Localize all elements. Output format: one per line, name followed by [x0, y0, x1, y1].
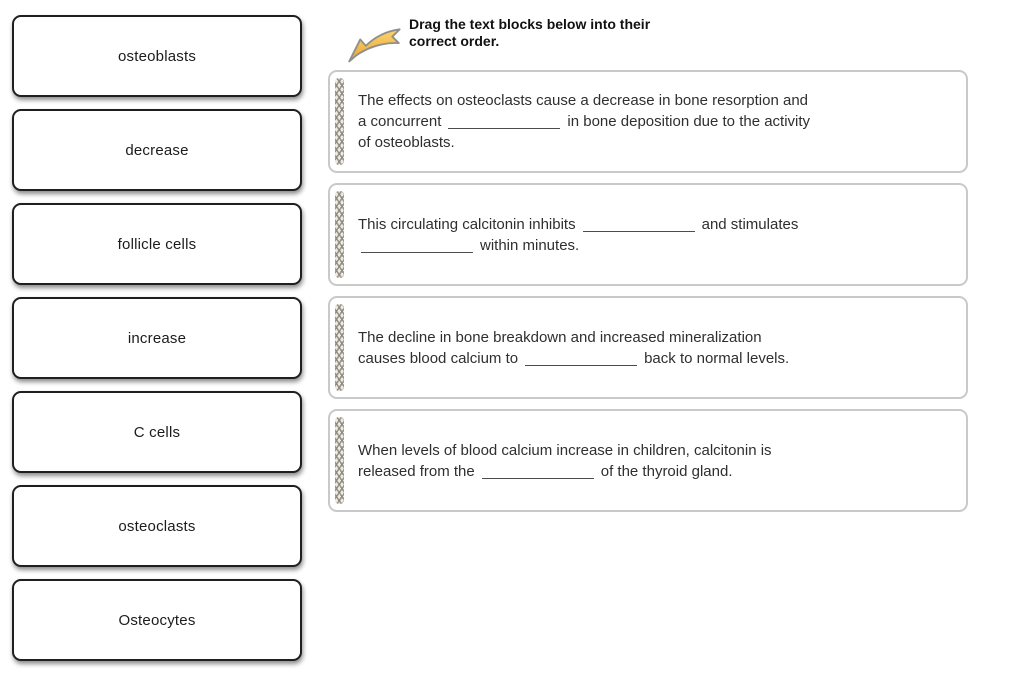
drop-zone-4-text: When levels of blood calcium increase in… [358, 440, 772, 482]
drag-tile-label: increase [127, 329, 187, 347]
blank-slot[interactable] [525, 351, 638, 366]
drag-tile-osteoclasts[interactable]: osteoclasts [12, 485, 302, 567]
drop-zone-2[interactable]: This circulating calcitonin inhibits and … [328, 183, 968, 286]
drag-tile-label: C cells [133, 423, 181, 441]
drag-tile-follicle-cells[interactable]: follicle cells [12, 203, 302, 285]
drag-tile-increase[interactable]: increase [12, 297, 302, 379]
instruction-line-2: correct order. [409, 33, 500, 49]
sentence-text: in bone deposition due to the activity [567, 113, 811, 130]
answer-tiles-column: osteoblasts decrease follicle cells incr… [12, 15, 302, 661]
instruction-text: Drag the text blocks below into their co… [409, 16, 650, 50]
blank-slot[interactable] [448, 114, 561, 129]
sentence-text: of the thyroid gland. [600, 462, 733, 480]
curved-arrow-icon [345, 22, 403, 66]
drag-handle-icon[interactable] [335, 191, 344, 278]
sentence-text: This circulating calcitonin inhibits [358, 215, 576, 233]
drag-handle-icon[interactable] [335, 304, 344, 391]
drop-zone-1[interactable]: The effects on osteoclasts cause a decre… [328, 70, 968, 173]
instruction-header: Drag the text blocks below into their co… [345, 16, 650, 66]
drag-handle-icon[interactable] [335, 78, 344, 165]
drag-tile-label: Osteocytes [118, 611, 196, 629]
drag-tile-label: osteoclasts [118, 517, 196, 535]
sentence-text: of osteoblasts. [358, 134, 455, 151]
sentence-text: When levels of blood calcium increase in… [358, 441, 772, 459]
drag-tile-osteocytes[interactable]: Osteocytes [12, 579, 302, 661]
sentence-text: causes blood calcium to [358, 349, 519, 367]
sentence-text: The effects on osteoclasts cause a decre… [358, 92, 809, 109]
drop-zone-2-text: This circulating calcitonin inhibits and … [358, 214, 798, 256]
sentence-text: a concurrent [358, 113, 442, 130]
sentence-text: back to normal levels. [644, 349, 790, 367]
blank-slot[interactable] [481, 464, 594, 479]
drag-tile-label: decrease [125, 141, 189, 159]
drop-zone-1-text: The effects on osteoclasts cause a decre… [358, 90, 810, 153]
drag-tile-label: osteoblasts [117, 47, 197, 65]
drop-zone-3-text: The decline in bone breakdown and increa… [358, 327, 789, 369]
blank-slot[interactable] [361, 238, 473, 253]
drag-handle-icon[interactable] [335, 417, 344, 504]
drop-zones-column: The effects on osteoclasts cause a decre… [328, 70, 968, 512]
drop-zone-3[interactable]: The decline in bone breakdown and increa… [328, 296, 968, 399]
sentence-text: within minutes. [480, 236, 580, 254]
drag-tile-c-cells[interactable]: C cells [12, 391, 302, 473]
drop-zone-4[interactable]: When levels of blood calcium increase in… [328, 409, 968, 512]
drag-tile-label: follicle cells [117, 235, 197, 253]
sentence-text: and stimulates [701, 215, 799, 233]
drag-tile-decrease[interactable]: decrease [12, 109, 302, 191]
sentence-text: The decline in bone breakdown and increa… [358, 328, 762, 346]
drag-tile-osteoblasts[interactable]: osteoblasts [12, 15, 302, 97]
blank-slot[interactable] [582, 217, 695, 232]
sentence-text: released from the [358, 462, 475, 480]
instruction-line-1: Drag the text blocks below into their [409, 16, 651, 32]
